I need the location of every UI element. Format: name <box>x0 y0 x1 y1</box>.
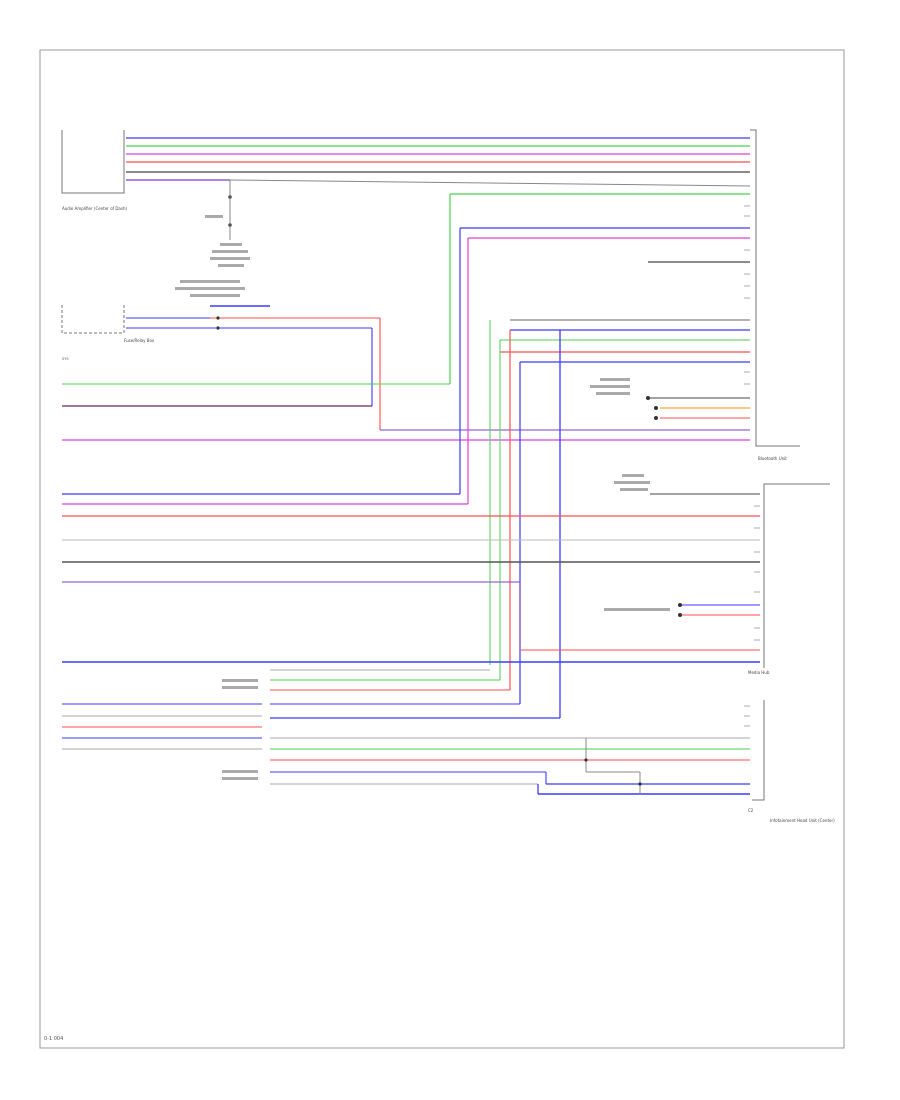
conn-d-label: C2 <box>748 808 754 813</box>
head-unit-block: Media Hub C2 Infotainment Head Unit (Cen… <box>748 483 835 823</box>
media-hub-notes <box>590 378 750 420</box>
bluetooth-unit: Bluetooth Unit <box>750 129 800 461</box>
audio-amplifier-block: Audio Amplifier (Center of Dash) <box>61 130 128 211</box>
fuse-notes <box>175 215 250 297</box>
fuse-relay-box: Fuse/Relay Box <box>61 305 380 343</box>
left-bottom-stubs <box>62 703 262 750</box>
fuse-relay-box-label: Fuse/Relay Box <box>124 338 155 343</box>
usb-connector-2 <box>222 737 750 795</box>
pin-ticks <box>744 205 760 727</box>
svg-text:SYS: SYS <box>62 357 69 361</box>
diagram-frame <box>39 49 845 1049</box>
lower-bus <box>62 493 760 663</box>
fuse-routing <box>371 318 750 431</box>
usb-connector-1 <box>222 669 560 719</box>
media-hub-label: Media Hub <box>748 670 770 675</box>
head-unit-notes <box>604 474 760 617</box>
head-unit-label: Infotainment Head Unit (Center) <box>770 818 835 823</box>
splice-dot <box>228 223 232 227</box>
left-wire-block-1: SYS <box>62 357 750 441</box>
page-id: 0-1 004 <box>44 1036 64 1042</box>
mid-verticals <box>459 227 750 504</box>
bluetooth-unit-label: Bluetooth Unit <box>758 456 787 461</box>
audio-amplifier-label: Audio Amplifier (Center of Dash) <box>62 206 128 211</box>
top-bus-wires <box>126 137 751 384</box>
splice-dot <box>228 195 232 199</box>
bt-connections <box>489 319 750 718</box>
